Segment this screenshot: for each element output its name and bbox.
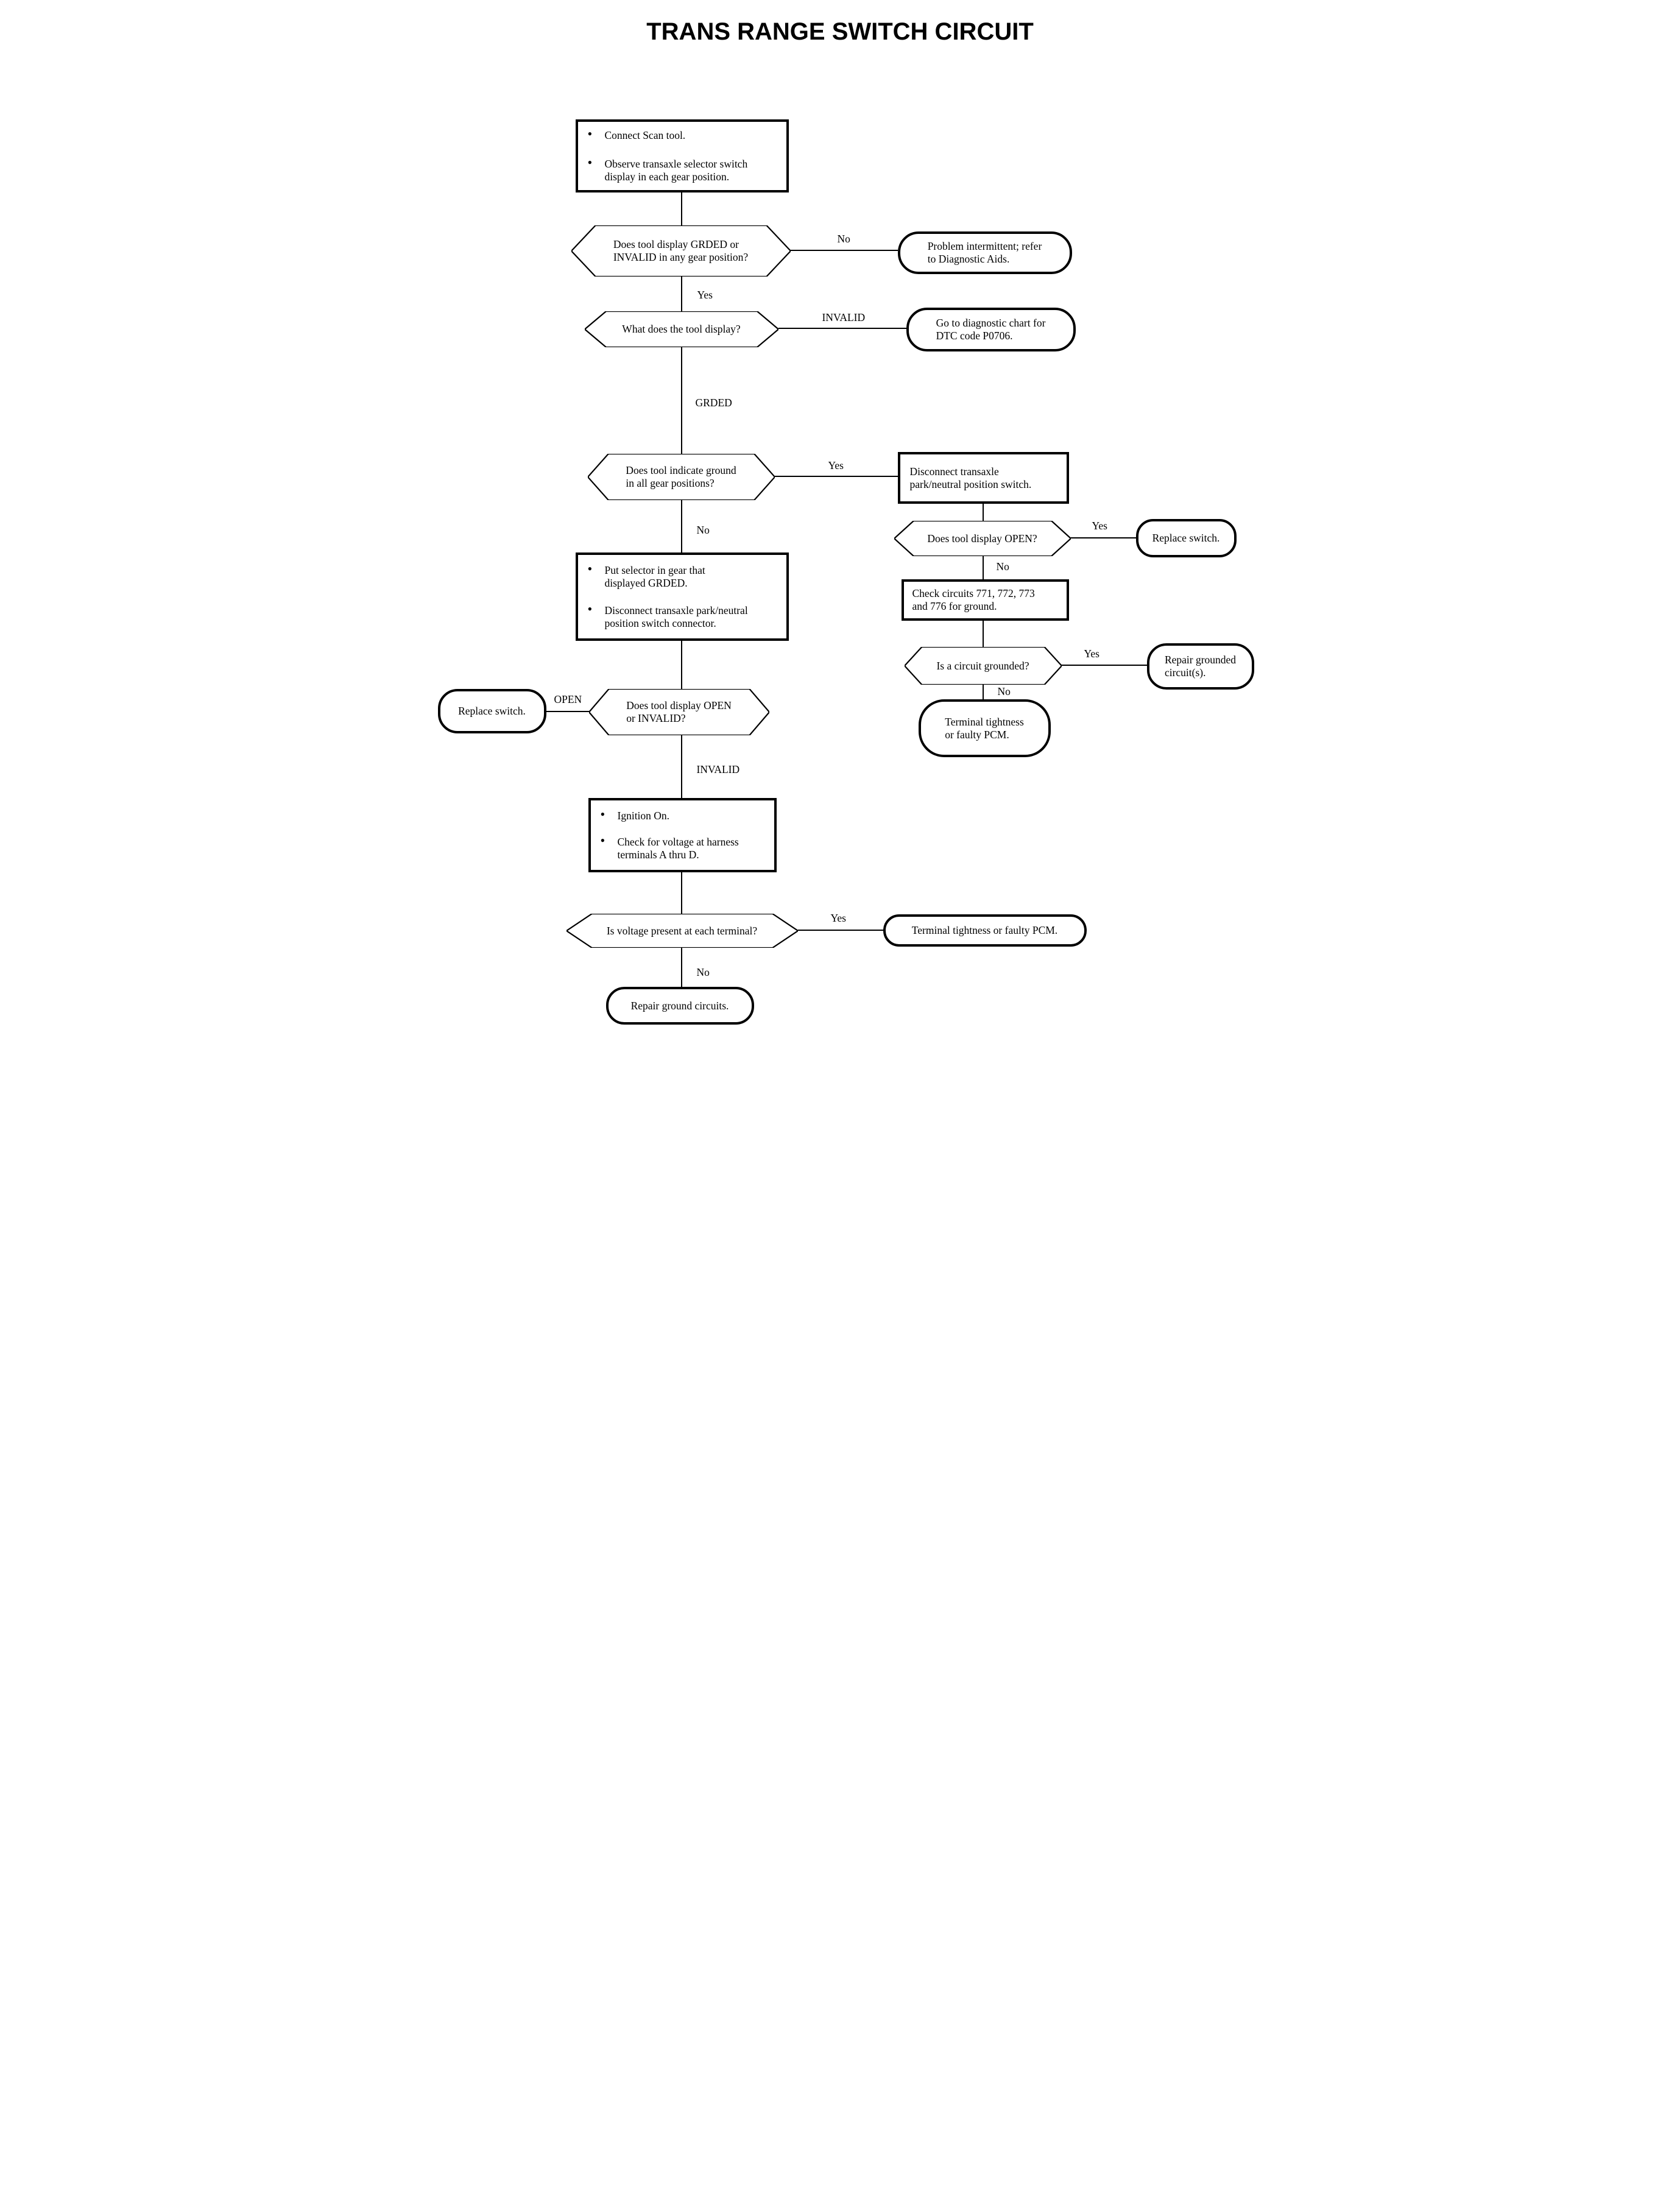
label-invalid-1: INVALID — [822, 311, 866, 323]
intermittent-text: Problem intermittent; refer to Diagnosti… — [927, 240, 1042, 265]
connector-q6-to-step5 — [680, 735, 682, 798]
ignition-bullet-1: Ignition On. — [591, 808, 774, 822]
label-invalid-2: INVALID — [696, 763, 740, 775]
q5-hexagon: Is a circuit grounded? — [904, 647, 1062, 685]
connector-q1-to-intermittent — [790, 250, 898, 251]
q6-hexagon: Does tool display OPEN or INVALID? — [588, 689, 769, 735]
start-box: Connect Scan tool. Observe transaxle sel… — [575, 119, 789, 192]
disconnect-switch-box: Disconnect transaxle park/neutral positi… — [897, 452, 1069, 504]
q5-text: Is a circuit grounded? — [936, 659, 1029, 672]
replace-switch-left-terminal: Replace switch. — [437, 689, 546, 733]
q2-hexagon: What does the tool display? — [584, 311, 778, 347]
disconnect-switch-text: Disconnect transaxle park/neutral positi… — [909, 465, 1032, 490]
q7-hexagon: Is voltage present at each terminal? — [566, 914, 798, 948]
connector-q4-to-replace — [1070, 537, 1136, 538]
q2-text: What does the tool display? — [622, 323, 741, 335]
q4-hexagon: Does tool display OPEN? — [894, 521, 1071, 556]
q1-hexagon: Does tool display GRDED or INVALID in an… — [571, 225, 791, 277]
page-title: TRANS RANGE SWITCH CIRCUIT — [646, 18, 1034, 45]
label-no-2: No — [696, 524, 710, 536]
label-no-3: No — [996, 560, 1009, 573]
connector-q6-to-replace-left — [546, 711, 589, 712]
q6-text: Does tool display OPEN or INVALID? — [626, 699, 732, 724]
connector-start-to-q1 — [680, 192, 682, 226]
connector-q5-to-repair-grounded — [1061, 665, 1147, 666]
ignition-bullet-2: Check for voltage at harness terminals A… — [591, 834, 774, 861]
repair-ground-text: Repair ground circuits. — [630, 999, 729, 1012]
label-no-1: No — [837, 233, 850, 245]
label-yes-4: Yes — [1084, 648, 1099, 660]
terminal-pcm-2-text: Terminal tightness or faulty PCM. — [911, 924, 1058, 936]
connector-step3-to-q5 — [982, 621, 984, 647]
connector-q2-to-p0706 — [778, 328, 906, 329]
start-bullet-1: Connect Scan tool. — [578, 127, 786, 142]
replace-switch-right-terminal: Replace switch. — [1135, 519, 1237, 557]
label-no-4: No — [997, 685, 1011, 697]
selector-grded-box: Put selector in gear that displayed GRDE… — [575, 552, 789, 641]
label-yes-5: Yes — [830, 912, 846, 924]
connector-step2-to-q4 — [982, 504, 984, 521]
q4-text: Does tool display OPEN? — [927, 532, 1037, 545]
repair-ground-terminal: Repair ground circuits. — [605, 987, 754, 1025]
q3-hexagon: Does tool indicate ground in all gear po… — [587, 454, 775, 500]
connector-q4-to-step3 — [982, 556, 984, 579]
connector-step4-to-q6 — [680, 641, 682, 689]
terminal-pcm-terminal: Terminal tightness or faulty PCM. — [918, 699, 1051, 757]
p0706-text: Go to diagnostic chart for DTC code P070… — [936, 317, 1046, 342]
connector-q2-to-q3 — [680, 347, 682, 454]
terminal-pcm-text: Terminal tightness or faulty PCM. — [945, 715, 1024, 741]
connector-step5-to-q7 — [680, 872, 682, 914]
selector-bullet-1: Put selector in gear that displayed GRDE… — [578, 562, 786, 590]
q3-text: Does tool indicate ground in all gear po… — [626, 464, 736, 489]
flowchart: TRANS RANGE SWITCH CIRCUIT No Yes INVALI… — [420, 0, 1260, 1105]
p0706-terminal: Go to diagnostic chart for DTC code P070… — [906, 308, 1076, 351]
label-yes-1: Yes — [697, 289, 713, 301]
label-grded: GRDED — [695, 397, 732, 409]
label-yes-3: Yes — [1092, 520, 1107, 532]
ignition-box: Ignition On. Check for voltage at harnes… — [588, 798, 777, 872]
label-open: OPEN — [554, 693, 582, 705]
terminal-pcm-2-terminal: Terminal tightness or faulty PCM. — [883, 914, 1087, 947]
connector-q3-to-step4 — [680, 500, 682, 552]
connector-q7-to-repair-ground — [680, 948, 682, 987]
replace-switch-right-text: Replace switch. — [1152, 532, 1220, 544]
q7-text: Is voltage present at each terminal? — [606, 924, 758, 937]
connector-q3-to-step2 — [774, 476, 898, 477]
connector-q5-to-terminal-pcm — [982, 685, 984, 699]
check-circuits-box: Check circuits 771, 772, 773 and 776 for… — [901, 579, 1069, 621]
connector-q1-to-q2 — [680, 277, 682, 311]
connector-q7-to-terminal-pcm-2 — [797, 930, 883, 931]
label-yes-2: Yes — [828, 459, 844, 471]
repair-grounded-text: Repair grounded circuit(s). — [1164, 654, 1237, 679]
repair-grounded-terminal: Repair grounded circuit(s). — [1146, 643, 1254, 690]
q1-text: Does tool display GRDED or INVALID in an… — [613, 238, 749, 263]
label-no-5: No — [696, 966, 710, 978]
replace-switch-left-text: Replace switch. — [458, 705, 526, 717]
start-bullet-2: Observe transaxle selector switch displa… — [578, 156, 786, 183]
intermittent-terminal: Problem intermittent; refer to Diagnosti… — [897, 231, 1072, 274]
selector-bullet-2: Disconnect transaxle park/neutral positi… — [578, 602, 786, 630]
check-circuits-text: Check circuits 771, 772, 773 and 776 for… — [912, 587, 1035, 612]
